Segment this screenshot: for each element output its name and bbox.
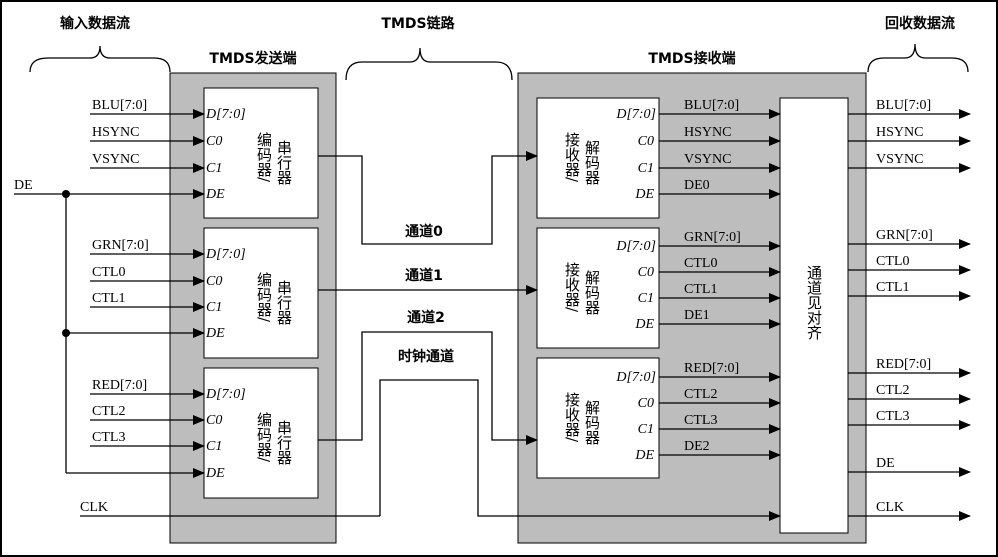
- mid-ctl1-label: CTL1: [684, 282, 717, 297]
- decoder-box-2: [536, 357, 660, 479]
- recovered-stream-label: 回收数据流: [885, 15, 955, 32]
- tmds-link-label: TMDS链路: [381, 15, 455, 32]
- enc2-port-c1: C1: [206, 439, 222, 454]
- enc2-label-2: 串行器: [275, 420, 293, 465]
- dec0-label-1: 接收器/: [563, 132, 581, 183]
- dec1-port-c1: C1: [638, 291, 654, 306]
- input-brace: [29, 45, 171, 73]
- enc1-label-1: 编码器/: [255, 272, 273, 323]
- out-ctl1-label: CTL1: [876, 280, 909, 295]
- mid-de1-label: DE1: [684, 308, 710, 323]
- enc2-port-c0: C0: [206, 413, 222, 428]
- dec0-port-c1: C1: [638, 161, 654, 176]
- encoder-box-0: [203, 87, 319, 219]
- dec0-port-c0: C0: [638, 134, 654, 149]
- out-vsync-label: VSYNC: [876, 152, 923, 167]
- channel-0-label: 通道0: [405, 223, 443, 240]
- dec2-label-2: 解码器: [583, 400, 601, 445]
- enc0-label-1: 编码器/: [255, 132, 273, 183]
- enc2-port-de: DE: [205, 466, 225, 481]
- de-junction-dot-1: [62, 190, 70, 198]
- dec1-port-c0: C0: [638, 265, 654, 280]
- dec1-label-2: 解码器: [583, 270, 601, 315]
- dec2-port-de: DE: [634, 448, 654, 463]
- mid-de0-label: DE0: [684, 178, 710, 193]
- enc0-port-de: DE: [205, 187, 225, 202]
- out-ctl2-label: CTL2: [876, 383, 909, 398]
- dec2-port-d: D[7:0]: [615, 370, 656, 385]
- dec2-label-1: 接收器/: [563, 392, 581, 443]
- enc0-port-d: D[7:0]: [205, 107, 246, 122]
- mid-ctl0-label: CTL0: [684, 256, 717, 271]
- decoder-box-0: [536, 97, 660, 219]
- out-blu-label: BLU[7:0]: [876, 98, 931, 113]
- out-grn-label: GRN[7:0]: [876, 228, 933, 243]
- enc0-port-c1: C1: [206, 161, 222, 176]
- in-ctl0-label: CTL0: [92, 265, 125, 280]
- in-ctl1-label: CTL1: [92, 291, 125, 306]
- enc1-label-2: 串行器: [275, 280, 293, 325]
- mid-blu-label: BLU[7:0]: [684, 98, 739, 113]
- dec1-label-1: 接收器/: [563, 262, 581, 313]
- dec0-port-d: D[7:0]: [615, 107, 656, 122]
- in-vsync-label: VSYNC: [92, 152, 139, 167]
- channel-0-line: [318, 151, 538, 245]
- out-ctl0-label: CTL0: [876, 254, 909, 269]
- in-ctl3-label: CTL3: [92, 430, 125, 445]
- out-hsync-label: HSYNC: [876, 125, 923, 140]
- enc1-port-de: DE: [205, 326, 225, 341]
- de-junction-dot-2: [62, 329, 70, 337]
- dec0-port-de: DE: [634, 187, 654, 202]
- receiver-label: TMDS接收端: [648, 50, 735, 67]
- in-blu-label: BLU[7:0]: [92, 98, 147, 113]
- in-hsync-label: HSYNC: [92, 125, 139, 140]
- mid-red-label: RED[7:0]: [684, 361, 739, 376]
- in-red-label: RED[7:0]: [92, 378, 147, 393]
- enc1-port-c1: C1: [206, 300, 222, 315]
- clock-channel-line: [379, 379, 781, 521]
- out-clk-label: CLK: [876, 500, 904, 515]
- input-stream-label: 输入数据流: [60, 15, 130, 32]
- channel-1-label: 通道1: [405, 267, 443, 284]
- channel-2-line: [318, 331, 538, 445]
- in-clk-label: CLK: [80, 500, 108, 515]
- in-ctl2-label: CTL2: [92, 404, 125, 419]
- channel-aligner-box: [779, 97, 849, 534]
- enc0-label-2: 串行器: [275, 140, 293, 185]
- enc0-port-c0: C0: [206, 134, 222, 149]
- mid-grn-label: GRN[7:0]: [684, 230, 741, 245]
- mid-ctl2-label: CTL2: [684, 387, 717, 402]
- mid-de2-label: DE2: [684, 439, 710, 454]
- dec2-port-c1: C1: [638, 422, 654, 437]
- in-grn-label: GRN[7:0]: [92, 238, 149, 253]
- transmitter-label: TMDS发送端: [209, 50, 296, 67]
- dec0-label-2: 解码器: [583, 140, 601, 185]
- enc2-port-d: D[7:0]: [205, 387, 246, 402]
- channel-2-label: 通道2: [407, 309, 445, 326]
- dec1-port-de: DE: [634, 317, 654, 332]
- encoder-box-2: [203, 367, 319, 499]
- aligner-label: 通道见对齐: [805, 265, 823, 340]
- dec2-port-c0: C0: [638, 396, 654, 411]
- out-red-label: RED[7:0]: [876, 357, 931, 372]
- out-ctl3-label: CTL3: [876, 409, 909, 424]
- in-de-label: DE: [14, 178, 33, 193]
- output-brace: [867, 43, 969, 73]
- mid-ctl3-label: CTL3: [684, 413, 717, 428]
- enc1-port-c0: C0: [206, 274, 222, 289]
- enc2-label-1: 编码器/: [255, 412, 273, 463]
- link-brace: [345, 47, 513, 81]
- mid-hsync-label: HSYNC: [684, 125, 731, 140]
- mid-vsync-label: VSYNC: [684, 152, 731, 167]
- encoder-box-1: [203, 227, 319, 359]
- enc1-port-d: D[7:0]: [205, 247, 246, 262]
- out-de-label: DE: [876, 456, 895, 471]
- clock-channel-label: 时钟通道: [398, 348, 454, 365]
- dec1-port-d: D[7:0]: [615, 239, 656, 254]
